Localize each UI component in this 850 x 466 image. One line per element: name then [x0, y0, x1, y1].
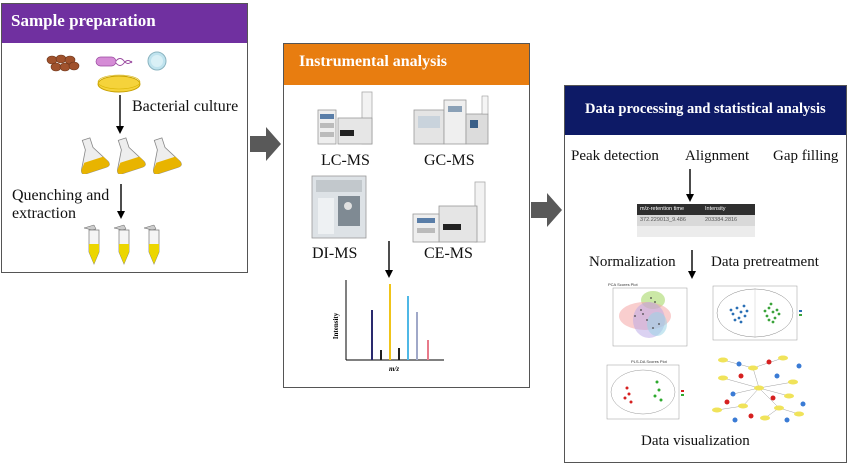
- tubes-icon: [83, 224, 160, 265]
- dims-label: DI-MS: [312, 245, 358, 262]
- pca-plot-title: PCA Scores Plot: [608, 282, 638, 287]
- normalization-label: Normalization: [589, 254, 676, 270]
- bacterial-culture-label: Bacterial culture: [132, 98, 239, 115]
- down-arrow-1: [116, 95, 124, 134]
- spectrum-x-label: m/z: [389, 365, 399, 373]
- extraction-label: extraction: [12, 205, 76, 222]
- plsda-plot-title: PLS-DA Scores Plot: [631, 359, 668, 364]
- feature-table: m/z-retention time Intensity 372.229013_…: [637, 204, 755, 238]
- samples-icon: [46, 51, 167, 72]
- feature-table-header: m/z-retention time Intensity: [637, 204, 755, 215]
- flasks-icon: [81, 137, 182, 174]
- lcms-label: LC-MS: [321, 152, 370, 169]
- data-processing-header: Data processing and statistical analysis: [565, 86, 846, 135]
- down-arrow-4: [686, 169, 694, 202]
- data-pretreatment-label: Data pretreatment: [711, 254, 819, 270]
- table-header-mz-rt: m/z-retention time: [640, 206, 685, 212]
- gap-filling-label: Gap filling: [773, 148, 839, 164]
- score-scatter-plot: [712, 285, 802, 341]
- table-cell-mz-rt: 372.229013_9.486: [640, 217, 686, 223]
- down-arrow-5: [688, 250, 696, 279]
- gcms-label: GC-MS: [424, 152, 475, 169]
- network-plot: [712, 355, 806, 423]
- table-cell-intensity: 203384.2816: [705, 217, 738, 223]
- instrumental-analysis-title: Instrumental analysis: [299, 53, 448, 70]
- data-processing-panel: Data processing and statistical analysis…: [564, 85, 847, 463]
- lcms-instrument-icon: [317, 91, 373, 145]
- down-arrow-2: [117, 184, 125, 219]
- peak-detection-label: Peak detection: [571, 148, 659, 164]
- feature-table-row-1: 372.229013_9.486 203384.2816: [637, 215, 755, 226]
- instrumental-analysis-panel: Instrumental analysis LC-MS GC-MS DI-MS: [283, 43, 530, 388]
- plsda-scores-plot: PLS-DA Scores Plot: [606, 359, 684, 420]
- pca-scores-plot: PCA Scores Plot: [605, 280, 691, 352]
- gcms-instrument-icon: [413, 95, 489, 145]
- data-processing-title: Data processing and statistical analysis: [585, 101, 826, 117]
- dims-instrument-icon: [311, 175, 367, 239]
- table-header-intensity: Intensity: [705, 206, 726, 212]
- feature-table-row-2: [637, 226, 755, 237]
- instrumental-analysis-header: Instrumental analysis: [284, 44, 529, 85]
- alignment-label: Alignment: [685, 148, 750, 164]
- quenching-label: Quenching and: [12, 187, 110, 204]
- sample-preparation-title: Sample preparation: [11, 11, 156, 30]
- down-arrow-3: [385, 241, 393, 278]
- flow-arrow-2: [531, 193, 562, 227]
- sample-preparation-panel: Sample preparation Bacterial culture: [1, 3, 248, 273]
- data-visualization-label: Data visualization: [641, 433, 750, 449]
- sample-preparation-header: Sample preparation: [2, 4, 247, 43]
- cems-instrument-icon: [412, 181, 486, 243]
- cems-label: CE-MS: [424, 245, 473, 262]
- petri-dish-icon: [97, 74, 141, 93]
- mass-spectrum-plot: Intensity m/z: [332, 280, 444, 373]
- flow-arrow-1: [250, 127, 281, 161]
- spectrum-y-label: Intensity: [332, 312, 340, 339]
